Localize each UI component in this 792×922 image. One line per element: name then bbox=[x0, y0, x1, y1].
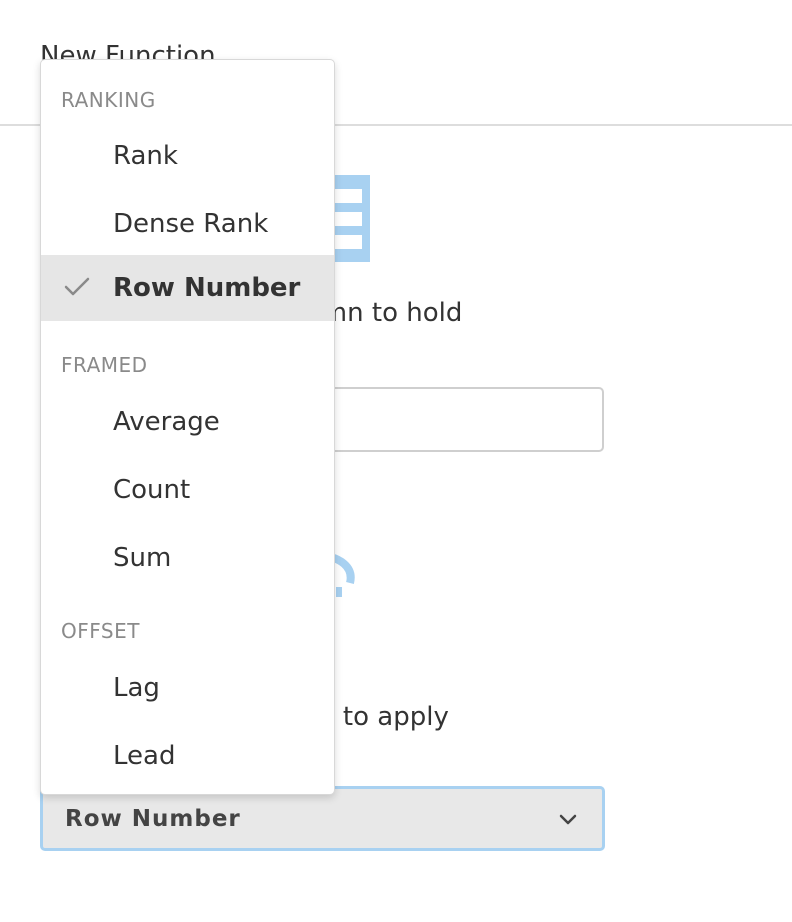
option-lead[interactable]: Lead bbox=[41, 724, 334, 788]
group-label-offset: OFFSET bbox=[61, 619, 140, 643]
chevron-down-icon bbox=[559, 814, 577, 824]
option-label: Lead bbox=[113, 741, 176, 771]
option-label: Rank bbox=[113, 141, 178, 171]
option-count[interactable]: Count bbox=[41, 458, 334, 522]
option-sum[interactable]: Sum bbox=[41, 526, 334, 590]
option-label: Row Number bbox=[113, 273, 301, 303]
option-dense-rank[interactable]: Dense Rank bbox=[41, 192, 334, 256]
function-dropdown-menu: RANKING Rank Dense Rank Row Number FRAME… bbox=[40, 59, 335, 795]
check-icon bbox=[64, 277, 90, 296]
group-label-ranking: RANKING bbox=[61, 88, 156, 112]
option-label: Sum bbox=[113, 543, 172, 573]
function-select[interactable]: Row Number bbox=[40, 786, 605, 851]
option-row-number[interactable]: Row Number bbox=[41, 255, 334, 321]
group-label-framed: FRAMED bbox=[61, 353, 148, 377]
option-label: Count bbox=[113, 475, 191, 505]
option-label: Lag bbox=[113, 673, 160, 703]
option-label: Average bbox=[113, 407, 220, 437]
function-select-value: Row Number bbox=[65, 805, 241, 832]
header-divider bbox=[0, 124, 792, 126]
option-average[interactable]: Average bbox=[41, 390, 334, 454]
option-lag[interactable]: Lag bbox=[41, 656, 334, 720]
option-label: Dense Rank bbox=[113, 209, 269, 239]
option-rank[interactable]: Rank bbox=[41, 124, 334, 188]
